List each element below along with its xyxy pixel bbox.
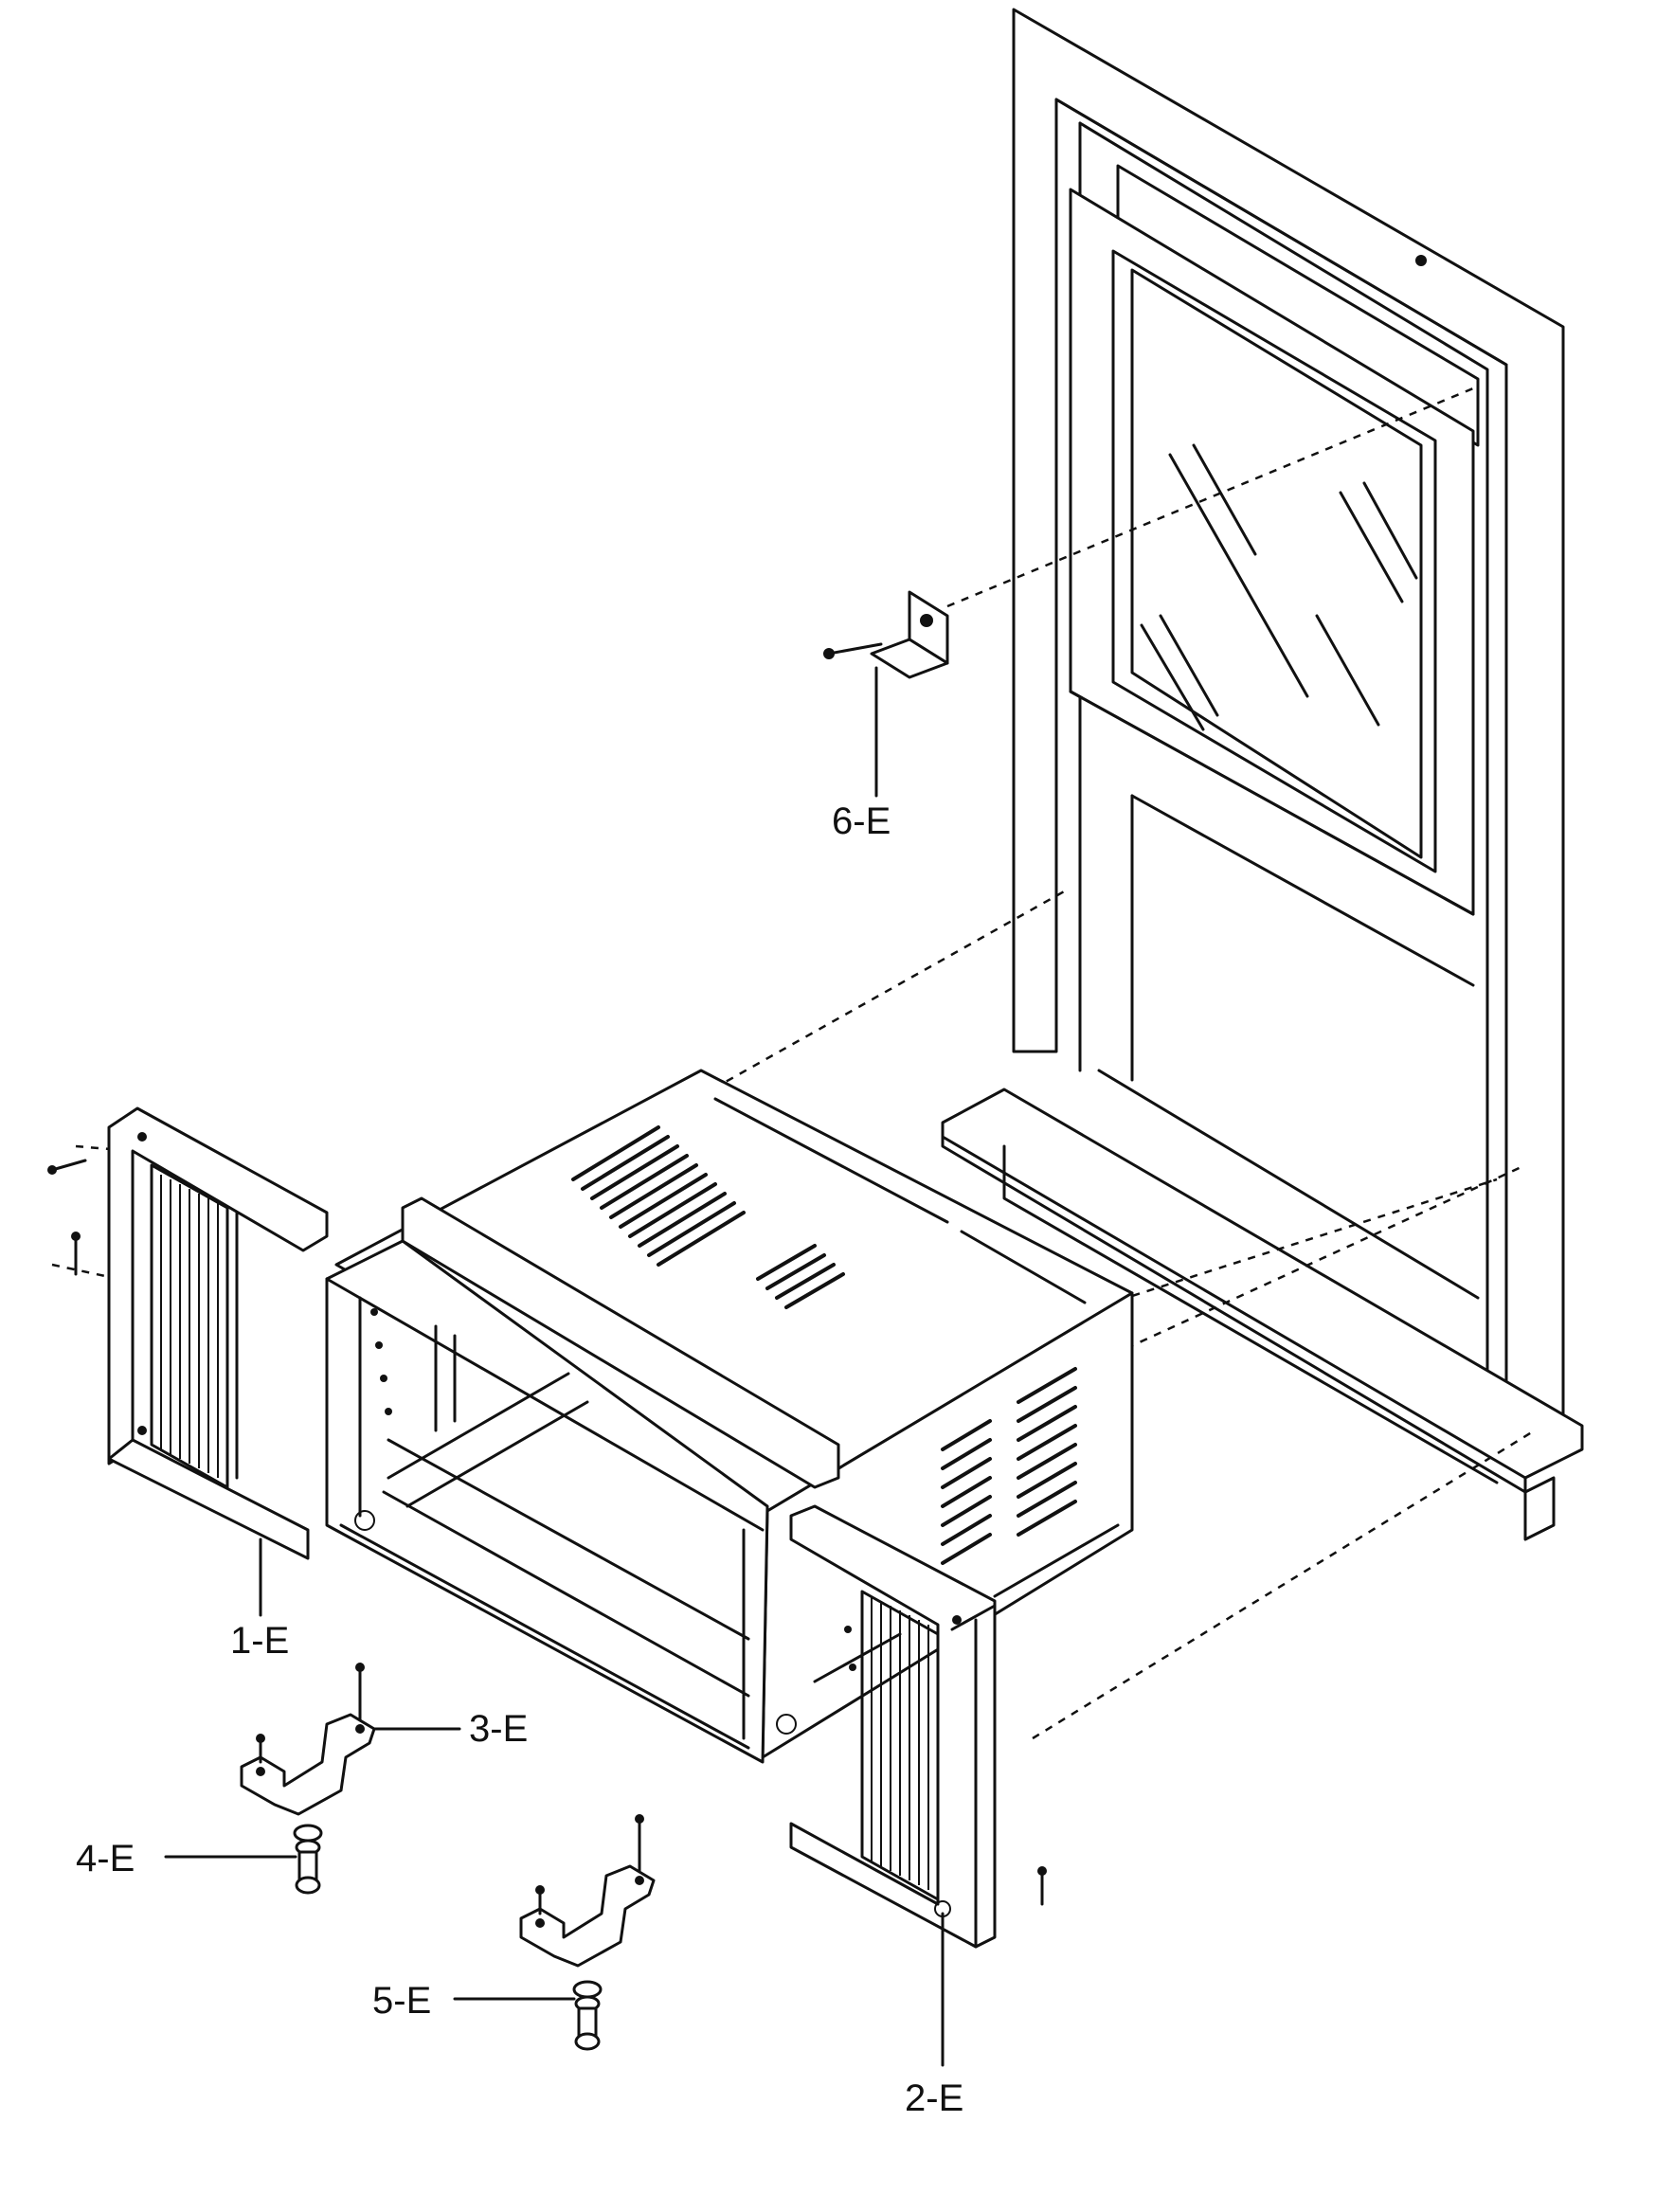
left-curtain-frame-1e <box>47 1106 329 1617</box>
bolt-5e <box>453 1980 603 2051</box>
side-louvers <box>941 1367 1077 1565</box>
label-3e: 3-E <box>469 1708 528 1750</box>
sill-bracket-lower <box>519 1814 656 1968</box>
label-1e: 1-E <box>230 1620 289 1662</box>
sill-bracket-3e <box>240 1663 461 1816</box>
top-bracket-6e <box>823 590 949 798</box>
window-frame <box>941 8 1584 1541</box>
label-4e: 4-E <box>76 1838 135 1879</box>
bolt-4e <box>164 1824 323 1895</box>
ac-cabinet <box>325 1069 1134 1764</box>
label-6e: 6-E <box>832 800 891 842</box>
label-2e: 2-E <box>905 2077 963 2119</box>
right-curtain-frame-2e <box>789 1504 1047 2067</box>
top-grille <box>571 1125 845 1309</box>
label-5e: 5-E <box>372 1980 431 2022</box>
